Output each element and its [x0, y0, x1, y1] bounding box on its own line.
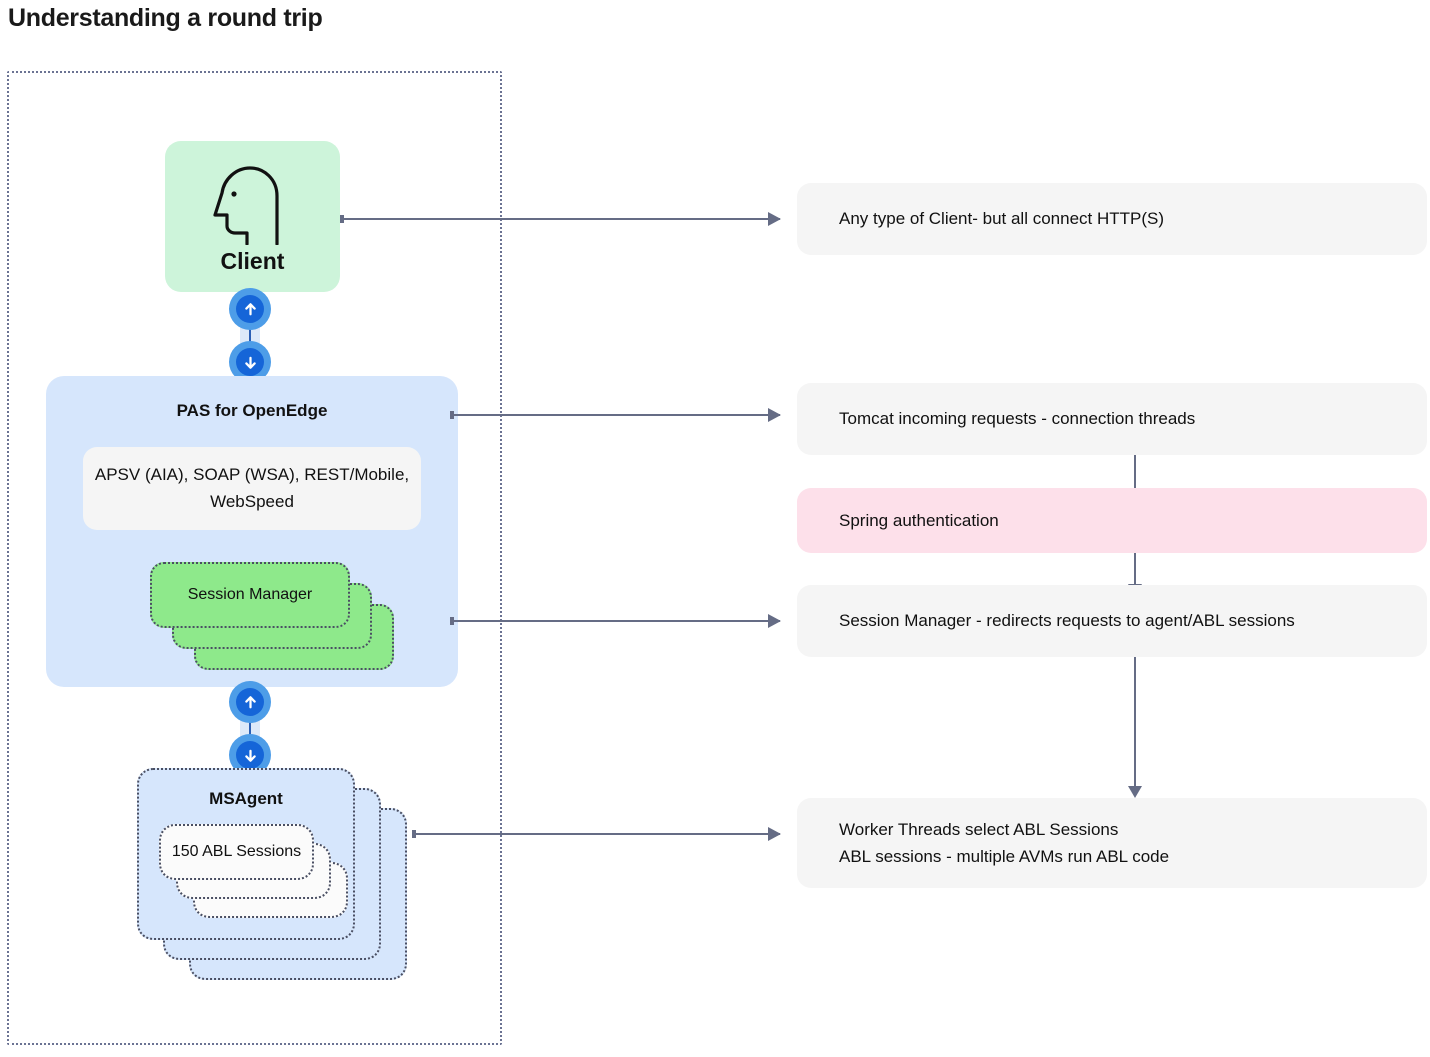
- callout-worker-line1: Worker Threads select ABL Sessions: [839, 819, 1119, 839]
- system-boundary: [7, 71, 502, 1045]
- client-node[interactable]: Client: [165, 141, 340, 292]
- abl-sessions-label: 150 ABL Sessions: [171, 843, 302, 860]
- callout-client-text: Any type of Client- but all connect HTTP…: [839, 209, 1165, 229]
- link-client-to-pas: [229, 288, 271, 383]
- callout-spring-text: Spring authentication: [839, 510, 999, 530]
- callout-client[interactable]: Any type of Client- but all connect HTTP…: [797, 183, 1427, 255]
- msagent-card[interactable]: MSAgent 150 ABL Sessions: [137, 768, 355, 940]
- arrow-up-circle-icon[interactable]: [229, 681, 271, 723]
- arrow-up-circle-icon[interactable]: [229, 288, 271, 330]
- callout-tomcat[interactable]: Tomcat incoming requests - connection th…: [797, 383, 1427, 455]
- pas-title: PAS for OpenEdge: [176, 401, 328, 420]
- arrow-session-to-callout: [450, 614, 781, 628]
- flow-arrow-session-to-worker: [1128, 657, 1142, 798]
- callout-worker-text: Worker Threads select ABL Sessions ABL s…: [797, 816, 1169, 870]
- pas-for-openedge-node[interactable]: PAS for OpenEdge APSV (AIA), SOAP (WSA),…: [46, 376, 458, 687]
- head-profile-icon: [207, 163, 299, 246]
- abl-sessions-stack: 150 ABL Sessions: [159, 824, 349, 924]
- session-manager-card[interactable]: Session Manager: [150, 562, 350, 628]
- arrow-pas-to-callout: [450, 408, 781, 422]
- client-label: Client: [220, 248, 285, 274]
- callout-worker-threads[interactable]: Worker Threads select ABL Sessions ABL s…: [797, 798, 1427, 888]
- msagent-stack: MSAgent 150 ABL Sessions: [137, 768, 422, 983]
- msagent-label: MSAgent: [209, 789, 283, 808]
- callout-session-manager[interactable]: Session Manager - redirects requests to …: [797, 585, 1427, 657]
- link-pas-to-msagent: [229, 681, 271, 776]
- arrow-agent-to-callout: [412, 827, 781, 841]
- abl-sessions-card[interactable]: 150 ABL Sessions: [159, 824, 314, 880]
- protocols-box[interactable]: APSV (AIA), SOAP (WSA), REST/Mobile, Web…: [83, 447, 421, 530]
- callout-spring-authentication[interactable]: Spring authentication: [797, 488, 1427, 553]
- callout-tomcat-text: Tomcat incoming requests - connection th…: [839, 409, 1196, 429]
- page-title: Understanding a round trip: [8, 4, 323, 32]
- callout-worker-line2: ABL sessions - multiple AVMs run ABL cod…: [839, 847, 1170, 866]
- callout-session-text: Session Manager - redirects requests to …: [839, 611, 1295, 631]
- arrow-client-to-callout: [340, 212, 781, 226]
- session-manager-label: Session Manager: [187, 586, 313, 603]
- protocols-label: APSV (AIA), SOAP (WSA), REST/Mobile, Web…: [94, 465, 410, 511]
- session-manager-stack: Session Manager: [150, 562, 442, 670]
